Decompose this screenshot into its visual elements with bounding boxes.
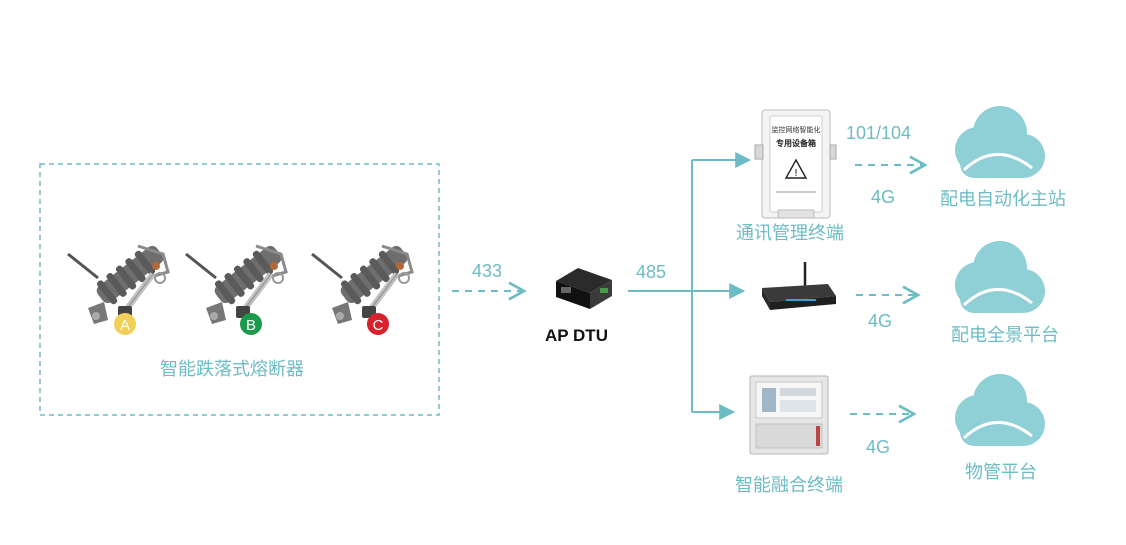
platform-label-2: 配电全景平台: [951, 325, 1059, 346]
link-433-label: 433: [472, 261, 503, 281]
phase-badge-c: [367, 313, 389, 335]
dtu-icon: [556, 268, 612, 309]
svg-text:!: !: [794, 168, 798, 179]
phase-letter-a: A: [120, 317, 130, 334]
device-label-fusion-terminal: 智能融合终端: [735, 475, 843, 496]
platform-label-3: 物管平台: [965, 462, 1037, 483]
fuse-a-icon: [68, 240, 168, 324]
platform-label-1: 配电自动化主站: [940, 189, 1066, 210]
fuse-c-icon: [312, 240, 412, 324]
box-line-1: 监控网络智能化: [772, 125, 821, 134]
phase-letter-c: C: [373, 317, 384, 334]
router-icon: [762, 262, 836, 310]
device-label-comm-terminal: 通讯管理终端: [736, 223, 844, 244]
protocol-label: 101/104: [846, 123, 912, 143]
phase-badge-b: [240, 313, 262, 335]
dtu-label: AP DTU: [545, 326, 608, 345]
network-label-2: 4G: [868, 311, 893, 331]
network-label-3: 4G: [866, 437, 891, 457]
cloud-icon-2: [955, 241, 1045, 313]
comm-terminal-box-icon: !: [754, 109, 837, 219]
box-line-2: 专用设备箱: [776, 138, 816, 148]
fuse-b-icon: [186, 240, 286, 324]
phase-badge-a: [114, 313, 136, 335]
cloud-icon-3: [955, 374, 1045, 446]
fuse-group-label: 智能跌落式熔断器: [160, 359, 304, 380]
fuse-group-box: [39, 163, 440, 416]
network-label-1: 4G: [871, 187, 896, 207]
link-485-label: 485: [636, 262, 667, 282]
fusion-terminal-icon: [749, 375, 829, 455]
cloud-icon-1: [955, 106, 1045, 178]
phase-letter-b: B: [246, 317, 256, 334]
